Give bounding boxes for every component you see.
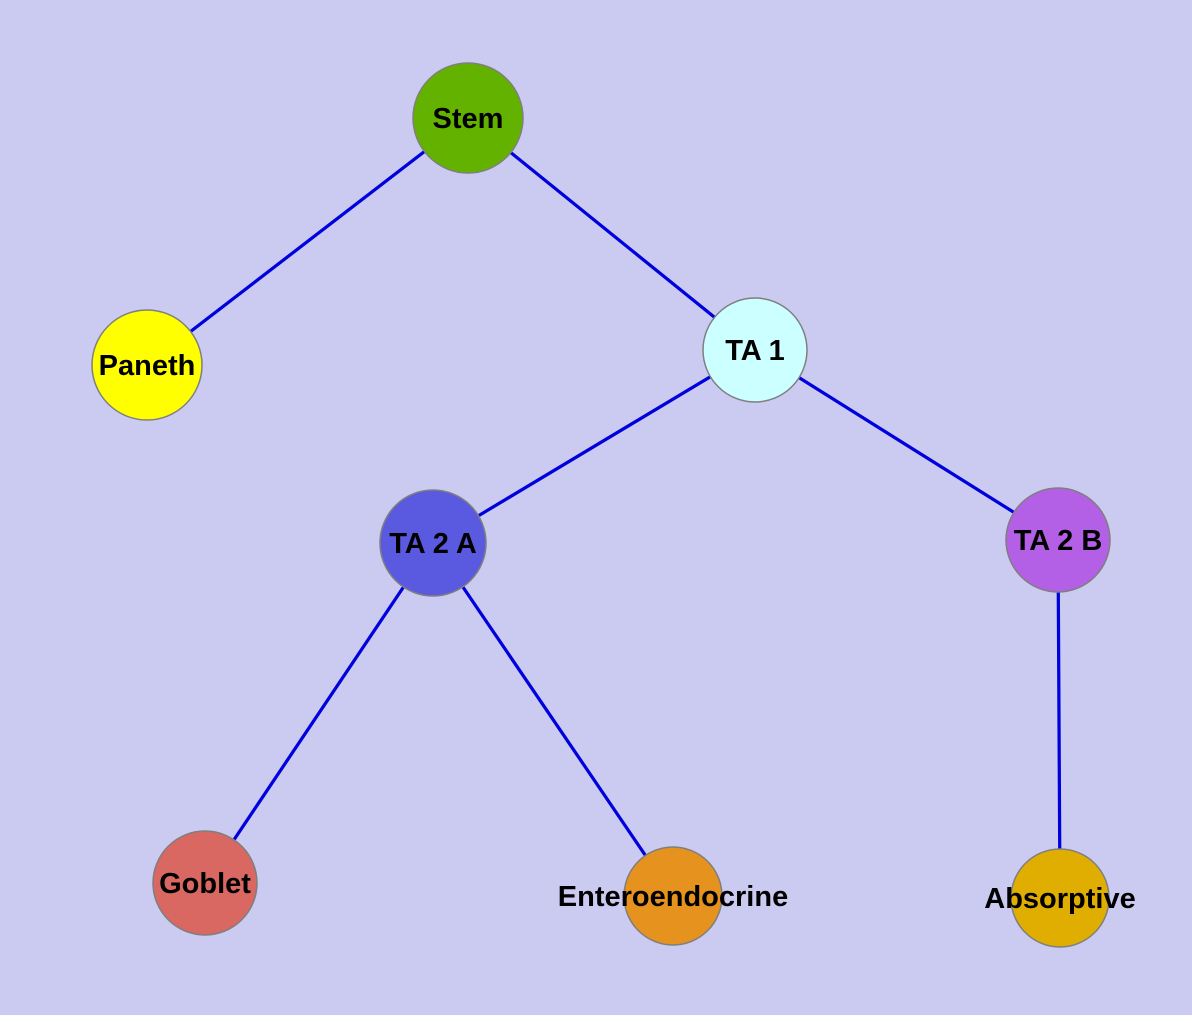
node-circle-enteroendocrine[interactable]: [623, 846, 723, 946]
node-goblet[interactable]: Goblet: [152, 830, 258, 936]
node-circle-goblet[interactable]: [152, 830, 258, 936]
node-circle-ta1[interactable]: [702, 297, 808, 403]
node-label-goblet: Goblet: [159, 868, 251, 900]
node-label-stem: Stem: [433, 103, 504, 135]
node-stem[interactable]: Stem: [412, 62, 524, 174]
node-label-absorptive: Absorptive: [984, 883, 1135, 915]
bottom-margin-strip: [0, 1015, 1192, 1023]
node-label-paneth: Paneth: [99, 350, 196, 382]
node-circle-ta2a[interactable]: [379, 489, 487, 597]
edge-ta1-ta2b: [754, 348, 1059, 542]
edge-ta2a-enteroendocrine: [431, 542, 675, 897]
edge-stem-ta1: [466, 116, 757, 352]
node-absorptive[interactable]: Absorptive: [984, 848, 1136, 948]
node-circle-ta2b[interactable]: [1005, 487, 1111, 593]
node-label-ta2a: TA 2 A: [389, 528, 477, 560]
node-ta2a[interactable]: TA 2 A: [379, 489, 487, 597]
node-circle-paneth[interactable]: [91, 309, 203, 421]
edge-ta2b-absorptive: [1056, 539, 1062, 899]
node-ta2b[interactable]: TA 2 B: [1005, 487, 1111, 593]
edge-stem-paneth: [146, 116, 469, 367]
node-label-enteroendocrine: Enteroendocrine: [558, 881, 788, 913]
edge-ta1-ta2a: [432, 348, 756, 545]
node-enteroendocrine[interactable]: Enteroendocrine: [558, 846, 788, 946]
node-circle-absorptive[interactable]: [1010, 848, 1110, 948]
node-circle-stem[interactable]: [412, 62, 524, 174]
node-paneth[interactable]: Paneth: [91, 309, 203, 421]
node-label-ta1: TA 1: [725, 335, 785, 367]
edge-ta2a-goblet: [203, 542, 435, 884]
node-ta1[interactable]: TA 1: [702, 297, 808, 403]
node-label-ta2b: TA 2 B: [1014, 525, 1103, 557]
